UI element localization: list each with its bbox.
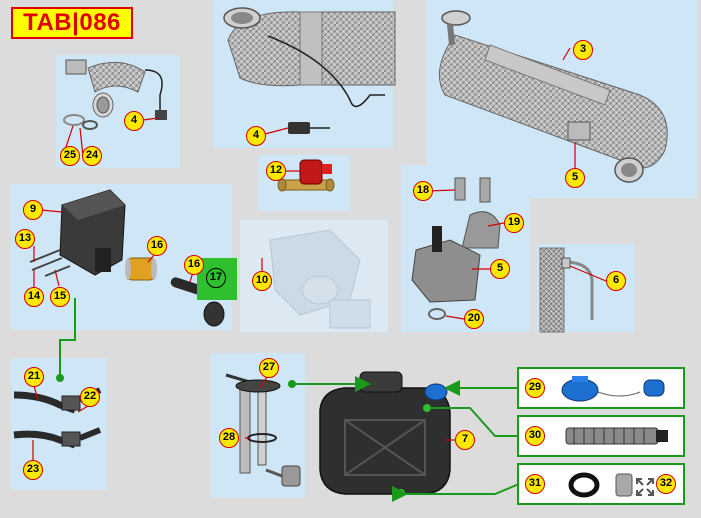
fuel-tank-drawing [319, 371, 451, 497]
callout-12[interactable]: 12 [266, 161, 286, 181]
callout-18[interactable]: 18 [413, 181, 433, 201]
callout-29[interactable]: 29 [525, 378, 545, 398]
callout-16-tube[interactable]: 16 [184, 255, 204, 275]
callout-6[interactable]: 6 [606, 271, 626, 291]
callout-24[interactable]: 24 [82, 146, 102, 166]
callout-14[interactable]: 14 [24, 287, 44, 307]
callout-27[interactable]: 27 [259, 358, 279, 378]
callout-17[interactable]: 17 [206, 268, 226, 288]
callout-23[interactable]: 23 [23, 460, 43, 480]
callout-22[interactable]: 22 [80, 387, 100, 407]
callout-3[interactable]: 3 [573, 40, 593, 60]
expand-arrows-icon[interactable] [634, 476, 656, 498]
panel-exhaust-heat-exchanger-top [213, 0, 393, 148]
callout-32[interactable]: 32 [656, 474, 676, 494]
callout-16-filter[interactable]: 16 [147, 236, 167, 256]
callout-20[interactable]: 20 [464, 309, 484, 329]
callout-25[interactable]: 25 [60, 146, 80, 166]
callout-4-exchanger[interactable]: 4 [246, 126, 266, 146]
callout-31[interactable]: 31 [525, 474, 545, 494]
panel-fuel-sender [211, 353, 305, 498]
callout-19[interactable]: 19 [504, 213, 524, 233]
callout-30[interactable]: 30 [525, 426, 545, 446]
callout-5-exchanger[interactable]: 5 [565, 168, 585, 188]
callout-7[interactable]: 7 [455, 430, 475, 450]
table-title-badge: TAB|086 [11, 7, 133, 39]
callout-5-pump[interactable]: 5 [490, 259, 510, 279]
callout-9[interactable]: 9 [23, 200, 43, 220]
callout-10[interactable]: 10 [252, 271, 272, 291]
callout-15[interactable]: 15 [50, 287, 70, 307]
callout-28[interactable]: 28 [219, 428, 239, 448]
callout-13[interactable]: 13 [15, 229, 35, 249]
callout-21[interactable]: 21 [24, 367, 44, 387]
callout-4-pipe[interactable]: 4 [124, 111, 144, 131]
